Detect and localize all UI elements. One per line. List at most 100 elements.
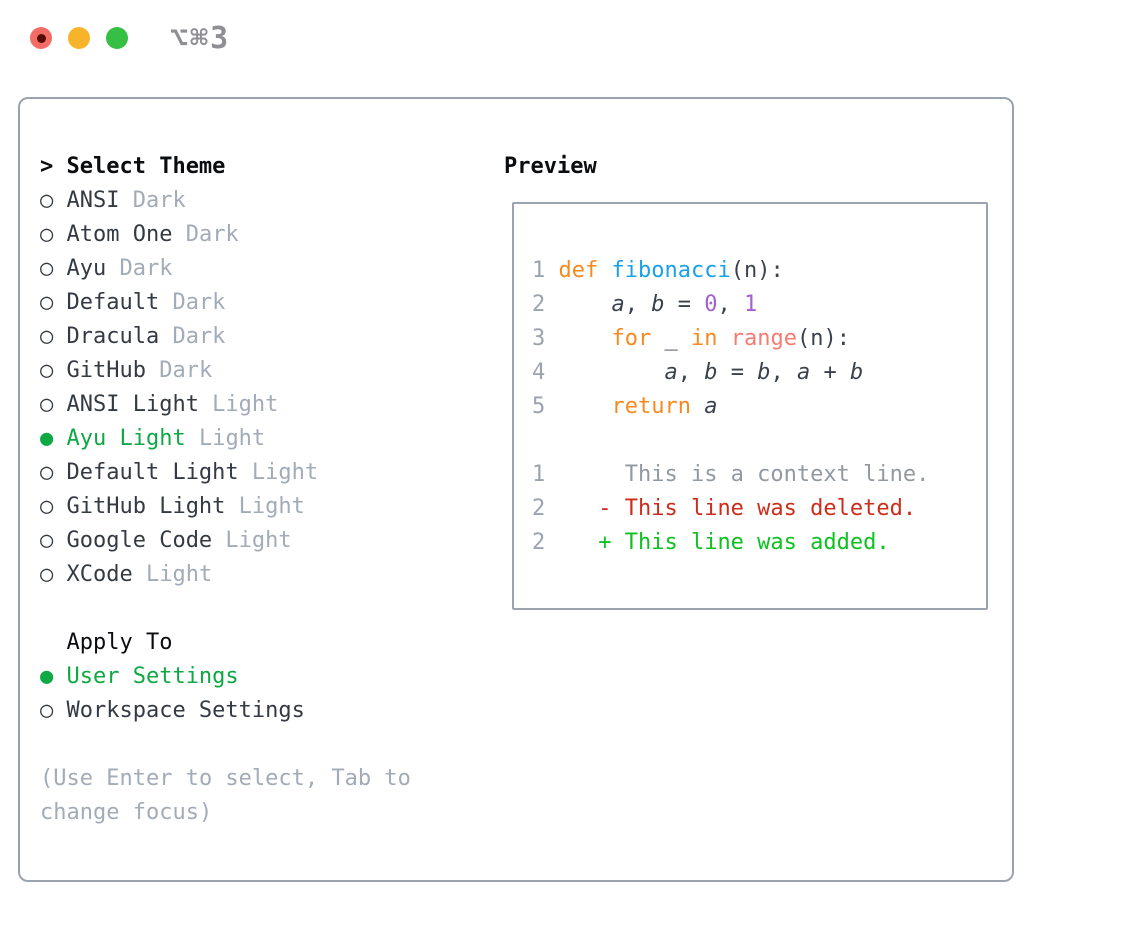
- code-segment: [545, 258, 558, 283]
- hint-text-line2: change focus): [40, 800, 213, 825]
- theme-variant: Light: [225, 494, 305, 519]
- radio-icon: ○: [40, 290, 54, 315]
- apply-option-label: Workspace Settings: [66, 698, 305, 723]
- select-theme-label: Select Theme: [66, 154, 226, 179]
- radio-icon: ○: [40, 494, 54, 519]
- unsaved-dot-icon: [36, 33, 46, 43]
- radio-icon: ○: [40, 528, 54, 553]
- code-segment: [717, 326, 730, 351]
- code-segment: ,: [717, 292, 744, 317]
- code-segment: This is a context line.: [545, 462, 930, 487]
- code-segment: return: [611, 394, 691, 419]
- code-segment: b: [757, 360, 771, 385]
- theme-list: ○ANSI Dark○Atom One Dark○Ayu Dark○Defaul…: [40, 184, 411, 592]
- code-segment: b: [849, 360, 864, 385]
- code-line-4: 4 a, b = b, a + b: [532, 356, 986, 390]
- code-segment: for: [611, 326, 652, 351]
- theme-option-ayu[interactable]: ○Ayu Dark: [40, 252, 411, 286]
- code-segment: + This line was added.: [598, 530, 890, 555]
- code-segment: (n):: [796, 326, 850, 351]
- code-segment: 0: [704, 292, 718, 317]
- code-line-1: 1 def fibonacci(n):: [532, 254, 986, 288]
- code-segment: in: [690, 326, 718, 351]
- theme-variant: Light: [212, 528, 292, 553]
- theme-name: Default Light: [66, 460, 239, 485]
- theme-option-ayu-light[interactable]: ●Ayu Light Light: [40, 422, 411, 456]
- apply-option-label: User Settings: [66, 664, 239, 689]
- radio-icon: ○: [40, 188, 54, 213]
- theme-option-xcode[interactable]: ○XCode Light: [40, 558, 411, 592]
- radio-selected-icon: ●: [40, 664, 54, 689]
- theme-name: Ayu Light: [66, 426, 186, 451]
- code-segment: (n):: [730, 258, 784, 283]
- theme-variant: Dark: [106, 256, 173, 281]
- code-segment: ,: [770, 360, 797, 385]
- line-number: 4: [532, 360, 546, 385]
- radio-icon: ○: [40, 358, 54, 383]
- theme-option-ansi[interactable]: ○ ANSI Dark: [40, 184, 411, 218]
- code-segment: [545, 360, 664, 385]
- radio-icon: ○: [40, 256, 54, 281]
- theme-name: Default: [66, 290, 160, 315]
- theme-option-default-light[interactable]: ○ Default Light Light: [40, 456, 411, 490]
- theme-option-github[interactable]: ○GitHub Dark: [40, 354, 411, 388]
- close-button[interactable]: [30, 27, 52, 49]
- code-segment: def: [558, 258, 599, 283]
- code-segment: 1: [743, 292, 758, 317]
- radio-icon: ○: [40, 324, 54, 349]
- theme-option-github-light[interactable]: ○GitHub Light Light: [40, 490, 411, 524]
- minimize-button[interactable]: [68, 27, 90, 49]
- line-number: 2: [532, 496, 546, 521]
- hint-text-line1: (Use Enter to select, Tab to: [40, 766, 411, 791]
- code-segment: [691, 394, 704, 419]
- line-number: 3: [532, 326, 546, 351]
- code-segment: [545, 530, 598, 555]
- code-segment: [545, 292, 611, 317]
- code-segment: =: [717, 360, 758, 385]
- code-segment: _: [651, 326, 691, 351]
- section-gap: [40, 592, 411, 626]
- theme-option-dracula[interactable]: ○ Dracula Dark: [40, 320, 411, 354]
- line-number: 5: [532, 394, 546, 419]
- titlebar: ⌥⌘3: [0, 0, 1140, 76]
- code-segment: fibonacci: [611, 258, 731, 283]
- theme-name: Google Code: [66, 528, 213, 553]
- code-segment: b: [651, 292, 665, 317]
- code-segment: a: [611, 292, 625, 317]
- theme-name: ANSI: [66, 188, 120, 213]
- apply-option-user-settings[interactable]: ● User Settings: [40, 660, 411, 694]
- theme-option-default[interactable]: ○Default Dark: [40, 286, 411, 320]
- theme-option-google-code[interactable]: ○ Google Code Light: [40, 524, 411, 558]
- radio-icon: ○: [40, 392, 54, 417]
- diff-context-line: 1 This is a context line.: [532, 458, 986, 492]
- line-number: 1: [532, 258, 546, 283]
- line-number: 2: [532, 530, 546, 555]
- code-segment: a: [704, 394, 718, 419]
- radio-icon: ○: [40, 460, 54, 485]
- theme-variant: Dark: [159, 324, 226, 349]
- code-segment: ,: [677, 360, 705, 385]
- select-theme-heading: > Select Theme: [40, 150, 411, 184]
- code-segment: - This line was deleted.: [598, 496, 917, 521]
- zoom-button[interactable]: [106, 27, 128, 49]
- apply-option-workspace-settings[interactable]: ○ Workspace Settings: [40, 694, 411, 728]
- code-segment: [545, 394, 611, 419]
- section-gap: [40, 728, 411, 762]
- radio-icon: ○: [40, 222, 54, 247]
- radio-icon: ○: [40, 698, 54, 723]
- theme-option-atom-one[interactable]: ○Atom One Dark: [40, 218, 411, 252]
- code-line-5: 5 return a: [532, 390, 986, 424]
- line-number: 1: [532, 462, 546, 487]
- settings-panel: >Select Theme ○ANSI Dark○Atom One Dark○A…: [18, 97, 1014, 882]
- code-segment: [545, 326, 611, 351]
- theme-option-ansi-light[interactable]: ○ANSI Light Light: [40, 388, 411, 422]
- theme-name: Dracula: [66, 324, 160, 349]
- theme-name: XCode: [66, 562, 133, 587]
- window-title: ⌥⌘3: [170, 20, 231, 56]
- theme-variant: Dark: [119, 188, 186, 213]
- theme-variant: Light: [198, 392, 279, 417]
- selection-caret-icon: >: [40, 154, 54, 179]
- theme-variant: Light: [238, 460, 319, 485]
